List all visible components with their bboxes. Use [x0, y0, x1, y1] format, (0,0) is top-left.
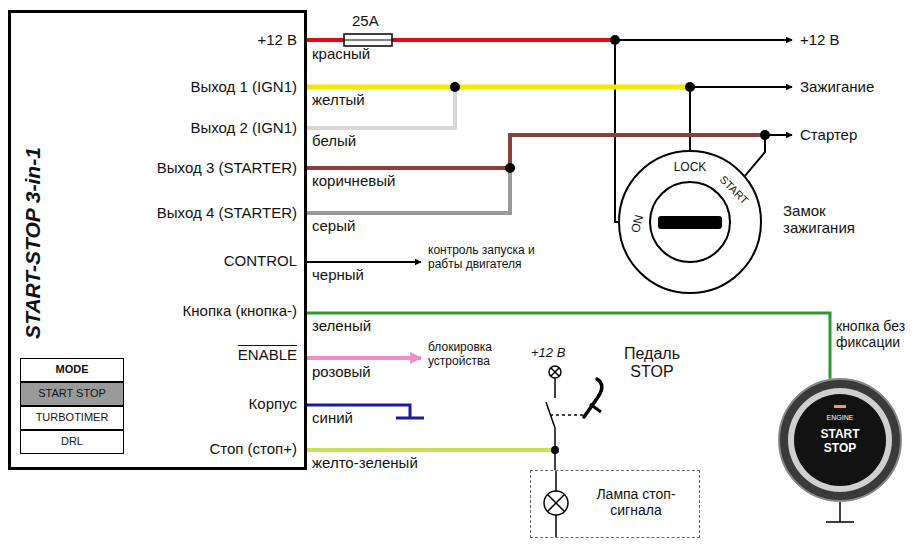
pedal-switch: [546, 366, 602, 450]
wire-segment: [307, 85, 690, 90]
wire-segment: [307, 313, 830, 379]
wire-color: желтый: [312, 91, 365, 108]
lamp-symbol: [544, 491, 568, 515]
lamp-cross: [548, 495, 565, 512]
button-bezel: [779, 379, 901, 501]
table-cell: START STOP: [20, 382, 124, 406]
terminal-cross: [551, 368, 559, 376]
junction-dot: [450, 82, 460, 92]
switch-position: LOCK: [674, 161, 707, 175]
wire-connector: [307, 40, 618, 222]
control-wire: [307, 261, 421, 263]
button-text: ENGINE: [827, 414, 854, 422]
terminal-symbol: [549, 366, 561, 378]
pedal-icon: [584, 379, 602, 417]
ground-symbol: [826, 502, 854, 522]
ignition-switch: LOCKONSTARTЗамок зажигания: [618, 150, 762, 294]
lamp-lead: [555, 471, 557, 491]
supply-label: +12 В: [531, 346, 565, 361]
pin-name: Кнопка (кнопка-): [183, 302, 297, 319]
junction-dot: [610, 35, 620, 45]
button-indicator: [834, 405, 846, 408]
fuse-element: [344, 40, 392, 41]
wire-color: белый: [312, 132, 356, 149]
pin-name: Выход 1 (IGN1): [190, 78, 297, 95]
stop-lamp-box: Лампа стоп-сигнала: [530, 470, 700, 538]
pin-name: Стоп (стоп+): [209, 440, 297, 457]
switch-contact: [546, 378, 555, 450]
mechanical-link: [550, 414, 584, 416]
switch-cylinder: [650, 182, 730, 262]
signal-note: блокировка устройства: [428, 341, 518, 369]
junction-dot: [505, 163, 515, 173]
pin-name: Выход 2 (IGN1): [190, 119, 297, 136]
pin-name: CONTROL: [224, 252, 297, 269]
fuse-body: [344, 34, 392, 46]
lamp-lead: [555, 515, 557, 537]
signal-note: контроль запуска и рабты двигателя: [428, 244, 568, 272]
lamp-caption: Лампа стоп-сигнала: [577, 486, 695, 518]
table-cell: MODE: [20, 358, 124, 382]
wire-color: синий: [312, 409, 353, 426]
junction-dot: [685, 82, 695, 92]
wire-segment: [745, 135, 765, 176]
wire-connector: [307, 313, 830, 379]
fuse-symbol: [344, 34, 392, 46]
output-arrow: [690, 86, 792, 88]
white-wire: [307, 87, 455, 128]
junction-dot: [760, 130, 770, 140]
switch-caption: Замок зажигания: [783, 202, 893, 237]
wire-segment: [689, 87, 691, 150]
wire-color: серый: [312, 217, 355, 234]
key-slot: [658, 216, 722, 229]
button-face: [794, 394, 886, 486]
pin-name: Выход 4 (STARTER): [157, 204, 297, 221]
wire-color: зеленый: [312, 317, 371, 334]
pedal-label: Педаль STOP: [610, 345, 694, 382]
output-name: Стартер: [800, 126, 857, 143]
wire-color: розовый: [312, 363, 371, 380]
table-cell: TURBOTIMER: [20, 406, 124, 430]
pin-name: Корпус: [249, 395, 297, 412]
wire-connector: [307, 87, 690, 150]
wire-color: красный: [312, 45, 370, 62]
fuse-rating: 25A: [352, 12, 379, 29]
wire-segment: [615, 40, 618, 222]
wire-segment: [307, 448, 555, 452]
wire-color: коричневый: [312, 172, 395, 189]
output-name: +12 В: [800, 31, 840, 48]
output-name: Зажигание: [800, 78, 874, 95]
wire-color: желто-зеленый: [312, 454, 418, 471]
pin-name: ENABLE: [238, 346, 297, 363]
grey-wire: [307, 168, 510, 213]
wire-color: черный: [312, 266, 364, 283]
start-stop-button: ENGINESTART STOPкнопка без фиксации: [778, 378, 902, 502]
enable-wire: [307, 356, 421, 360]
pin-name: Выход 3 (STARTER): [157, 159, 297, 176]
switch-outer-ring: [619, 151, 761, 293]
device-title: START-STOP 3-in-1: [21, 147, 45, 339]
pin-name: +12 В: [257, 31, 297, 48]
output-arrow: [615, 39, 792, 41]
button-ring: [788, 388, 892, 492]
junction-dot: [551, 446, 559, 454]
table-cell: DRL: [20, 430, 124, 454]
button-text: START STOP: [812, 428, 868, 456]
button-caption: кнопка без фиксации: [836, 318, 924, 350]
pedal-icon: [590, 404, 601, 412]
